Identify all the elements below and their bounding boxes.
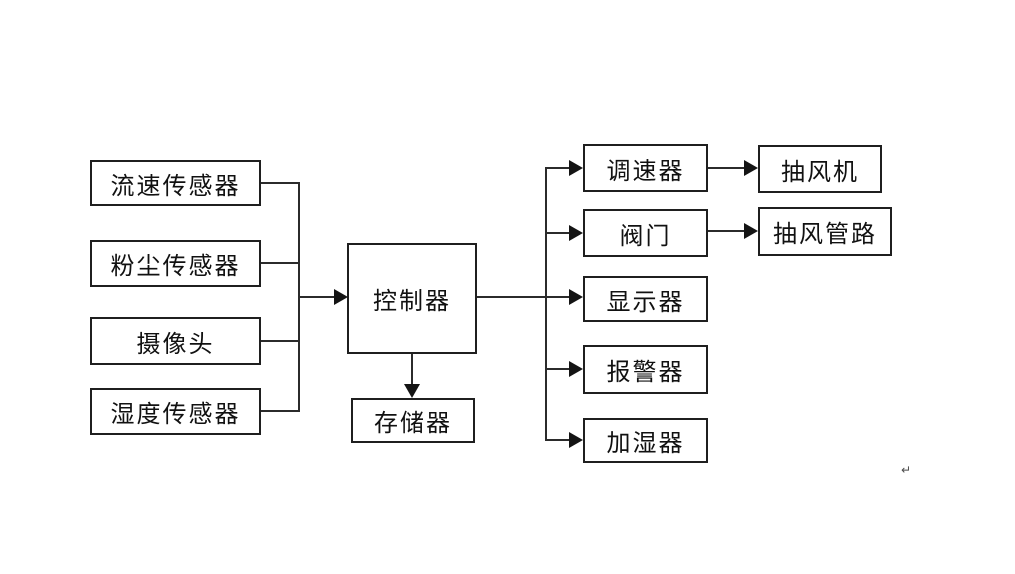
- node-humidity-sensor-label: 湿度传感器: [110, 401, 241, 428]
- node-humidity-sensor: 湿度传感器: [90, 388, 261, 435]
- node-flow-sensor: 流速传感器: [90, 160, 261, 206]
- arrowhead-into-valve: [569, 225, 583, 241]
- node-controller-label: 控制器: [373, 288, 451, 315]
- arrowhead-into-exhaust-fan: [744, 160, 758, 176]
- node-speed-regulator: 调速器: [583, 144, 708, 192]
- node-camera: 摄像头: [90, 317, 261, 365]
- connector-bus-valve: [545, 232, 570, 234]
- node-display-label: 显示器: [606, 288, 685, 316]
- connector-bus-controller: [298, 296, 335, 298]
- arrowhead-into-exhaust-duct: [744, 223, 758, 239]
- connector-bus-humidifier: [545, 439, 570, 441]
- arrowhead-into-display: [569, 289, 583, 305]
- arrowhead-into-humidifier: [569, 432, 583, 448]
- arrowhead-into-speed-regulator: [569, 160, 583, 176]
- node-exhaust-duct-label: 抽风管路: [773, 221, 877, 248]
- node-display: 显示器: [583, 276, 708, 322]
- connector-bus-speed-regulator: [545, 167, 570, 169]
- connector-camera-bus: [261, 340, 300, 342]
- arrowhead-into-alarm: [569, 361, 583, 377]
- node-controller: 控制器: [347, 243, 477, 354]
- node-exhaust-fan-label: 抽风机: [781, 158, 859, 186]
- paragraph-mark: ↵: [901, 463, 912, 477]
- connector-humidity-sensor-bus: [261, 410, 300, 412]
- node-valve: 阀门: [583, 209, 708, 257]
- node-camera-label: 摄像头: [136, 330, 215, 358]
- arrowhead-into-controller: [334, 289, 348, 305]
- node-alarm-label: 报警器: [606, 359, 685, 386]
- right-bus-line: [545, 167, 547, 441]
- node-exhaust-duct: 抽风管路: [758, 207, 892, 256]
- connector-dust-sensor-bus: [261, 262, 300, 264]
- node-valve-label: 阀门: [619, 222, 672, 250]
- arrowhead-into-memory: [404, 384, 420, 398]
- node-humidifier-label: 加湿器: [606, 430, 685, 457]
- node-exhaust-fan: 抽风机: [758, 145, 882, 193]
- connector-flow-sensor-bus: [261, 182, 300, 184]
- node-humidifier: 加湿器: [583, 418, 708, 463]
- connector-controller-bus: [477, 296, 570, 298]
- connector-valve-exhaust-duct: [708, 230, 745, 232]
- node-memory: 存储器: [351, 398, 475, 443]
- node-flow-sensor-label: 流速传感器: [110, 172, 241, 200]
- node-memory-label: 存储器: [374, 410, 452, 437]
- node-alarm: 报警器: [583, 345, 708, 394]
- node-dust-sensor-label: 粉尘传感器: [110, 253, 241, 280]
- node-dust-sensor: 粉尘传感器: [90, 240, 261, 287]
- connector-bus-alarm: [545, 368, 570, 370]
- connector-speed-regulator-exhaust-fan: [708, 167, 745, 169]
- node-speed-regulator-label: 调速器: [606, 157, 685, 185]
- connector-controller-memory: [411, 354, 413, 386]
